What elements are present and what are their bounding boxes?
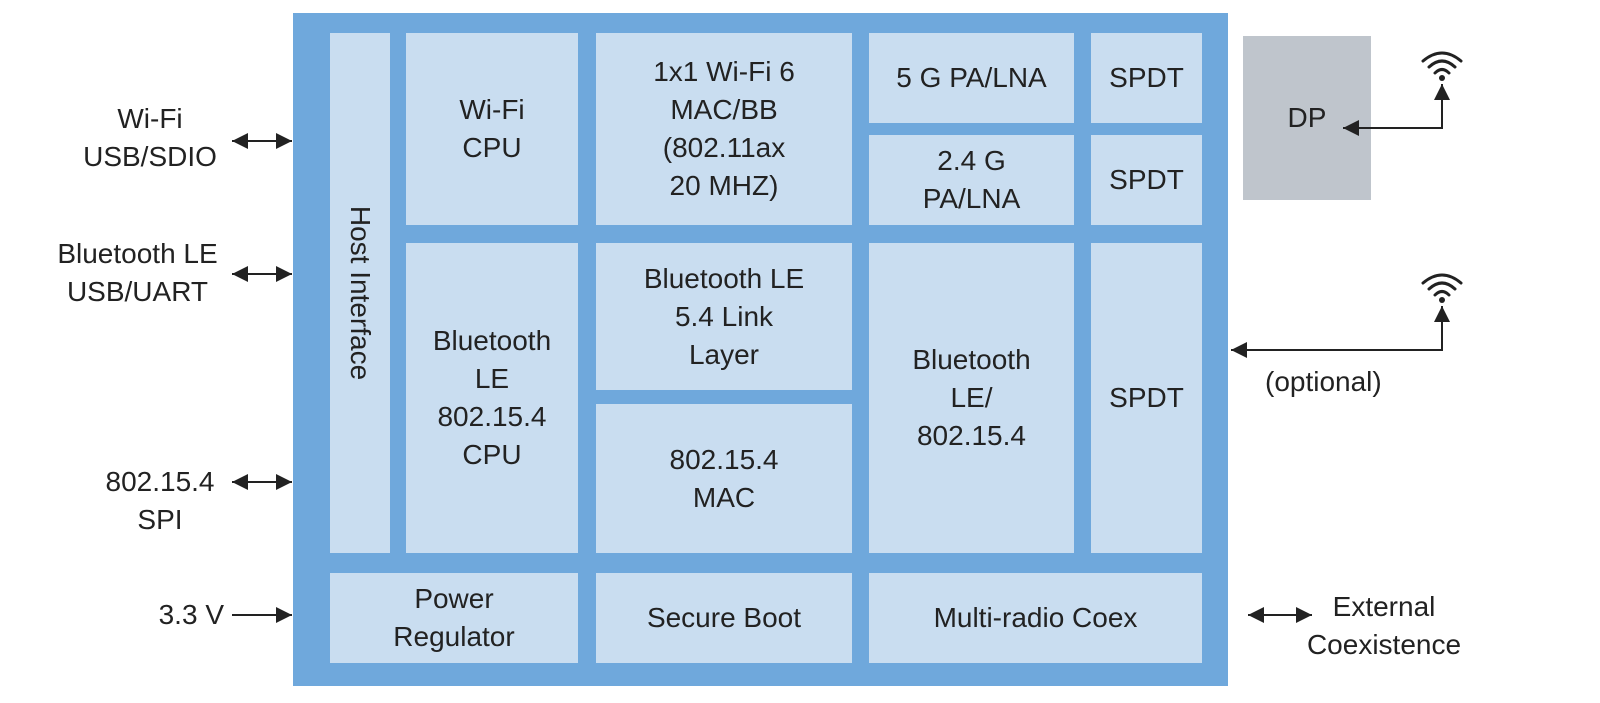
optional-label: (optional) — [1265, 366, 1382, 397]
mac-154-block: 802.15.4 MAC — [596, 404, 852, 553]
wifi-antenna-icon — [1421, 273, 1463, 303]
power-input-label: 3.3 V — [158, 599, 224, 630]
coex-block: Multi-radio Coex — [869, 573, 1202, 663]
bt-radio-block: Bluetooth LE/ 802.15.4 — [869, 243, 1074, 553]
pa-24g-block: 2.4 G PA/LNA — [869, 135, 1074, 225]
power-regulator-block: Power Regulator — [330, 573, 578, 663]
host-interface-block — [330, 33, 390, 553]
bt-link-layer-block: Bluetooth LE 5.4 Link Layer — [596, 243, 852, 390]
optional-antenna-wire — [1231, 306, 1450, 358]
spdt-3-block: SPDT — [1091, 243, 1202, 553]
spi-interface-label: 802.15.4 SPI — [105, 466, 215, 535]
secure-boot-block: Secure Boot — [596, 573, 852, 663]
bt-cpu-block: Bluetooth LE 802.15.4 CPU — [406, 243, 578, 553]
wifi-cpu-block: Wi-Fi CPU — [406, 33, 578, 225]
wifi-interface-label: Wi-Fi USB/SDIO — [83, 103, 217, 172]
pa-5g-block: 5 G PA/LNA — [869, 33, 1074, 123]
spdt-1-block: SPDT — [1091, 33, 1202, 123]
external-coexistence-label: External Coexistence — [1306, 591, 1462, 660]
wifi-antenna-icon — [1421, 51, 1463, 81]
dp-antenna-wire — [1343, 84, 1450, 136]
bt-interface-label: Bluetooth LE USB/UART — [57, 238, 218, 307]
wifi-mac-block: 1x1 Wi-Fi 6 MAC/BB (802.11ax 20 MHZ) — [596, 33, 852, 225]
spdt-2-block: SPDT — [1091, 135, 1202, 225]
